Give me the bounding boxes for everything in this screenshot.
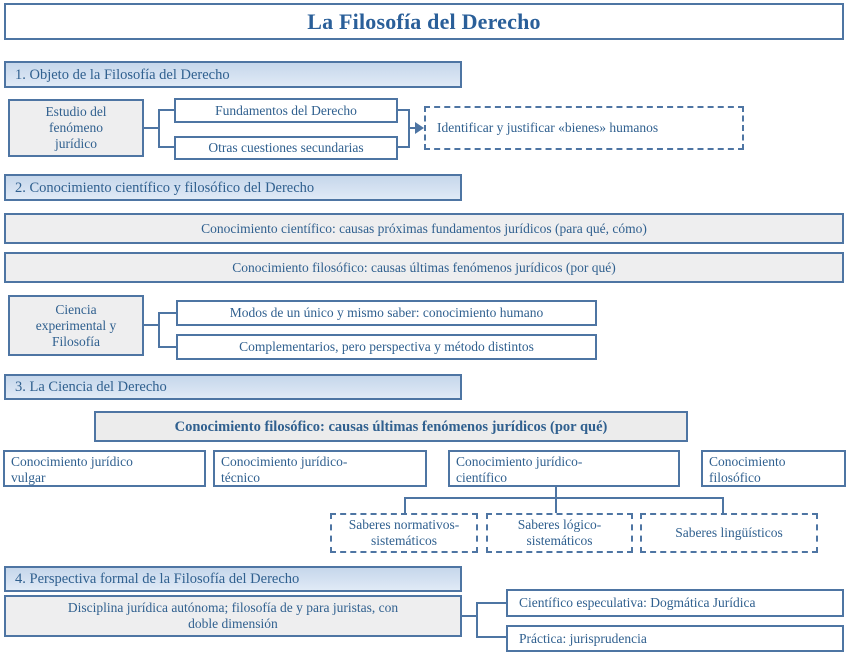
section1-branch2-box: Otras cuestiones secundarias xyxy=(174,136,398,160)
saberes-box: Saberes lingüísticos xyxy=(640,513,818,553)
section4-header: 4. Perspectiva formal de la Filosofía de… xyxy=(4,566,462,592)
knowledge-type-box: Conocimiento jurídico- técnico xyxy=(213,450,427,487)
connector-line xyxy=(462,615,478,617)
knowledge-type-box: Conocimiento jurídico vulgar xyxy=(3,450,206,487)
connector-line xyxy=(555,497,557,513)
section4-branch2-box: Práctica: jurisprudencia xyxy=(506,625,844,652)
saberes-box: Saberes lógico- sistemáticos xyxy=(486,513,633,553)
section2-branch2-box: Complementarios, pero perspectiva y méto… xyxy=(176,334,597,360)
saberes-box: Saberes normativos- sistemáticos xyxy=(330,513,478,553)
page-title: La Filosofía del Derecho xyxy=(4,3,844,40)
section1-source-box: Estudio del fenómeno jurídico xyxy=(8,99,144,157)
section2-branch1-box: Modos de un único y mismo saber: conocim… xyxy=(176,300,597,326)
section4-branch1-box: Científico especulativa: Dogmática Juríd… xyxy=(506,589,844,617)
connector-line xyxy=(158,109,174,111)
connector-line xyxy=(158,312,160,348)
connector-line xyxy=(158,346,176,348)
knowledge-type-box: Conocimiento filosófico xyxy=(701,450,846,487)
section2-header: 2. Conocimiento científico y filosófico … xyxy=(4,174,462,201)
section2-source-box: Ciencia experimental y Filosofía xyxy=(8,295,144,356)
connector-line xyxy=(722,497,724,513)
section2-row2-box: Conocimiento filosófico: causas últimas … xyxy=(4,252,844,283)
connector-line xyxy=(398,109,410,111)
section3-header: 3. La Ciencia del Derecho xyxy=(4,374,462,400)
connector-line xyxy=(144,127,160,129)
connector-line xyxy=(476,636,506,638)
connector-line xyxy=(408,127,416,129)
connector-line xyxy=(476,602,506,604)
section3-highlight-box: Conocimiento filosófico: causas últimas … xyxy=(94,411,688,442)
section2-row1-box: Conocimiento científico: causas próximas… xyxy=(4,213,844,244)
section1-result-box: Identificar y justificar «bienes» humano… xyxy=(424,106,744,150)
connector-line xyxy=(144,324,160,326)
connector-line xyxy=(398,146,410,148)
knowledge-type-box: Conocimiento jurídico- científico xyxy=(448,450,680,487)
connector-line xyxy=(555,487,557,499)
connector-line xyxy=(404,497,724,499)
connector-line xyxy=(476,602,478,638)
connector-line xyxy=(158,109,160,148)
arrow-right-icon xyxy=(415,122,424,134)
connector-line xyxy=(158,312,176,314)
section1-header: 1. Objeto de la Filosofía del Derecho xyxy=(4,61,462,88)
connector-line xyxy=(158,146,174,148)
section1-branch1-box: Fundamentos del Derecho xyxy=(174,98,398,123)
connector-line xyxy=(404,497,406,513)
section4-source-box: Disciplina jurídica autónoma; filosofía … xyxy=(4,595,462,637)
